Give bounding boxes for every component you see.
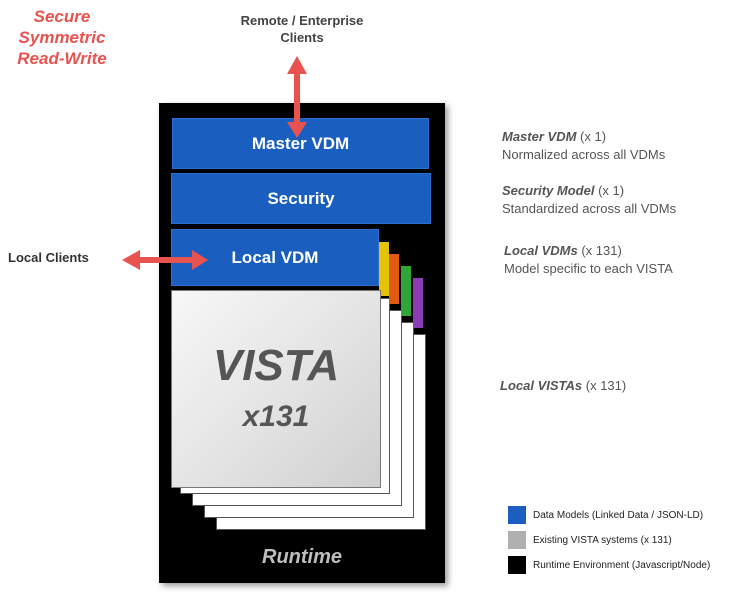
desc-master-vdm: Master VDM (x 1) Normalized across all V… — [502, 128, 665, 164]
remote-arrow — [287, 56, 307, 138]
title-line-2: Symmetric — [18, 28, 106, 47]
local-vdm-stripe-purple — [413, 278, 423, 328]
local-vdm-stripe-yellow — [379, 242, 389, 296]
title-line-1: Secure — [33, 7, 91, 26]
legend-item-runtime: Runtime Environment (Javascript/Node) — [508, 554, 710, 576]
local-arrow — [122, 250, 208, 270]
desc-security-name: Security Model — [502, 183, 595, 198]
desc-local-vdms: Local VDMs (x 131) Model specific to eac… — [504, 242, 673, 278]
desc-master-name: Master VDM — [502, 129, 577, 144]
vista-front-card: VISTA x131 — [171, 290, 381, 488]
desc-localvista-count: (x 131) — [585, 378, 627, 393]
desc-localvista-name: Local VISTAs — [500, 378, 583, 393]
desc-security-detail: Standardized across all VDMs — [502, 201, 677, 216]
runtime-label: Runtime — [262, 546, 342, 568]
legend-item-vista-systems: Existing VISTA systems (x 131) — [508, 529, 710, 551]
remote-line-1: Remote / Enterprise — [240, 13, 364, 28]
local-clients-label: Local Clients — [8, 250, 89, 265]
vista-count-label: x131 — [242, 400, 310, 433]
desc-master-count: (x 1) — [580, 129, 607, 144]
local-vdm-stripe-orange — [389, 254, 399, 304]
desc-localvdm-count: (x 131) — [581, 243, 622, 258]
vista-label: VISTA — [212, 341, 340, 390]
diagram-title: Secure Symmetric Read-Write — [4, 6, 120, 69]
legend-label-vista-systems: Existing VISTA systems (x 131) — [533, 534, 672, 546]
desc-master-detail: Normalized across all VDMs — [502, 147, 666, 162]
local-vdm-layer: Local VDM — [171, 229, 379, 286]
desc-localvdm-detail: Model specific to each VISTA — [504, 261, 673, 276]
legend-item-data-models: Data Models (Linked Data / JSON-LD) — [508, 504, 710, 526]
remote-clients-label: Remote / Enterprise Clients — [222, 12, 382, 46]
legend-swatch-black — [508, 556, 526, 574]
legend-swatch-gray — [508, 531, 526, 549]
security-layer: Security — [171, 173, 431, 224]
desc-security-model: Security Model (x 1) Standardized across… — [502, 182, 676, 218]
remote-line-2: Clients — [280, 30, 324, 45]
legend: Data Models (Linked Data / JSON-LD) Exis… — [508, 504, 710, 576]
legend-label-runtime: Runtime Environment (Javascript/Node) — [533, 559, 711, 571]
desc-local-vistas: Local VISTAs (x 131) — [500, 377, 626, 395]
title-line-3: Read-Write — [17, 49, 107, 68]
legend-label-data-models: Data Models (Linked Data / JSON-LD) — [533, 509, 704, 521]
desc-localvdm-name: Local VDMs — [504, 243, 578, 258]
desc-security-count: (x 1) — [598, 183, 625, 198]
legend-swatch-blue — [508, 506, 526, 524]
local-vdm-stripe-green — [401, 266, 411, 316]
